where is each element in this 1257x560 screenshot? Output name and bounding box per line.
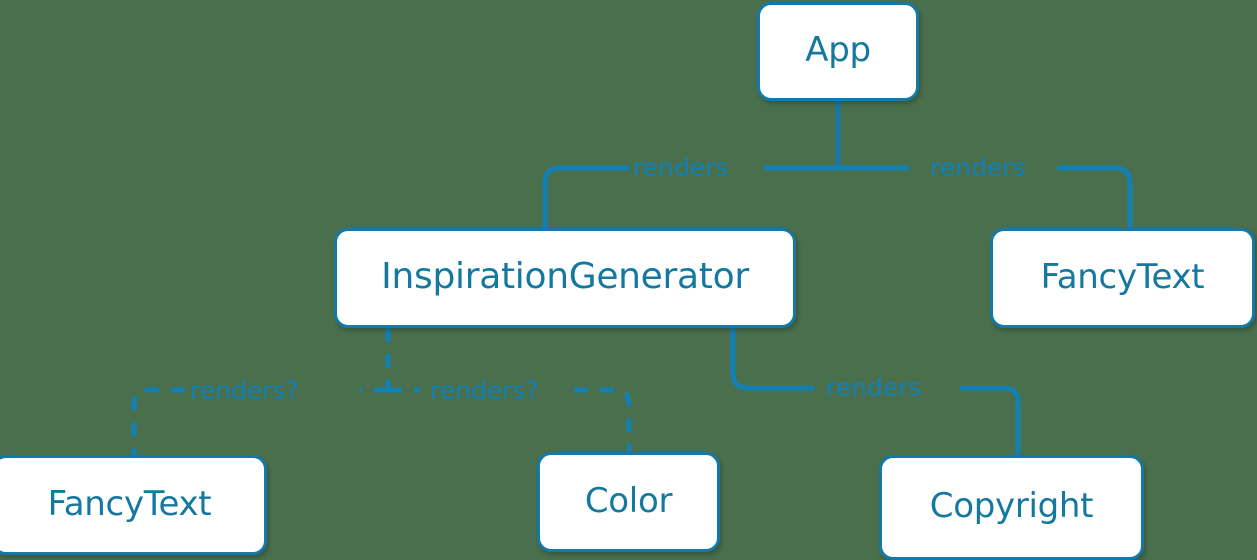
node-app[interactable]: App [757, 2, 919, 101]
edge-label-inspirationgenerator-to-copyright: renders [826, 373, 922, 402]
edge-inspirationgenerator-to-color-b [574, 387, 632, 452]
node-color-label: Color [584, 480, 673, 521]
edge-app-to-inspirationgenerator-b [542, 165, 631, 231]
node-inspiration-generator[interactable]: InspirationGenerator [334, 228, 796, 328]
edge-label-inspirationgenerator-to-fancytext: renders? [190, 376, 299, 405]
edge-inspirationgenerator-to-fancytext-b [131, 387, 185, 455]
node-inspiration-generator-label: InspirationGenerator [381, 255, 749, 297]
node-fancytext-right[interactable]: FancyText [990, 228, 1255, 328]
node-app-label: App [805, 30, 871, 70]
node-fancytext-bottom-label: FancyText [47, 483, 212, 524]
edge-label-app-to-inspirationgenerator: renders [633, 153, 729, 182]
edge-inspirationgenerator-to-copyright-b [959, 385, 1021, 458]
edge-inspirationgenerator-to-copyright-a [730, 325, 815, 391]
node-copyright[interactable]: Copyright [879, 455, 1144, 560]
node-copyright-label: Copyright [929, 486, 1094, 526]
node-fancytext-right-label: FancyText [1040, 256, 1205, 297]
edge-label-app-to-fancytext: renders [930, 153, 1026, 182]
edge-label-inspirationgenerator-to-color: renders? [430, 376, 539, 405]
edge-app-to-fancytext-b [1056, 165, 1133, 231]
node-color[interactable]: Color [537, 452, 720, 552]
node-fancytext-bottom[interactable]: FancyText [0, 455, 267, 555]
